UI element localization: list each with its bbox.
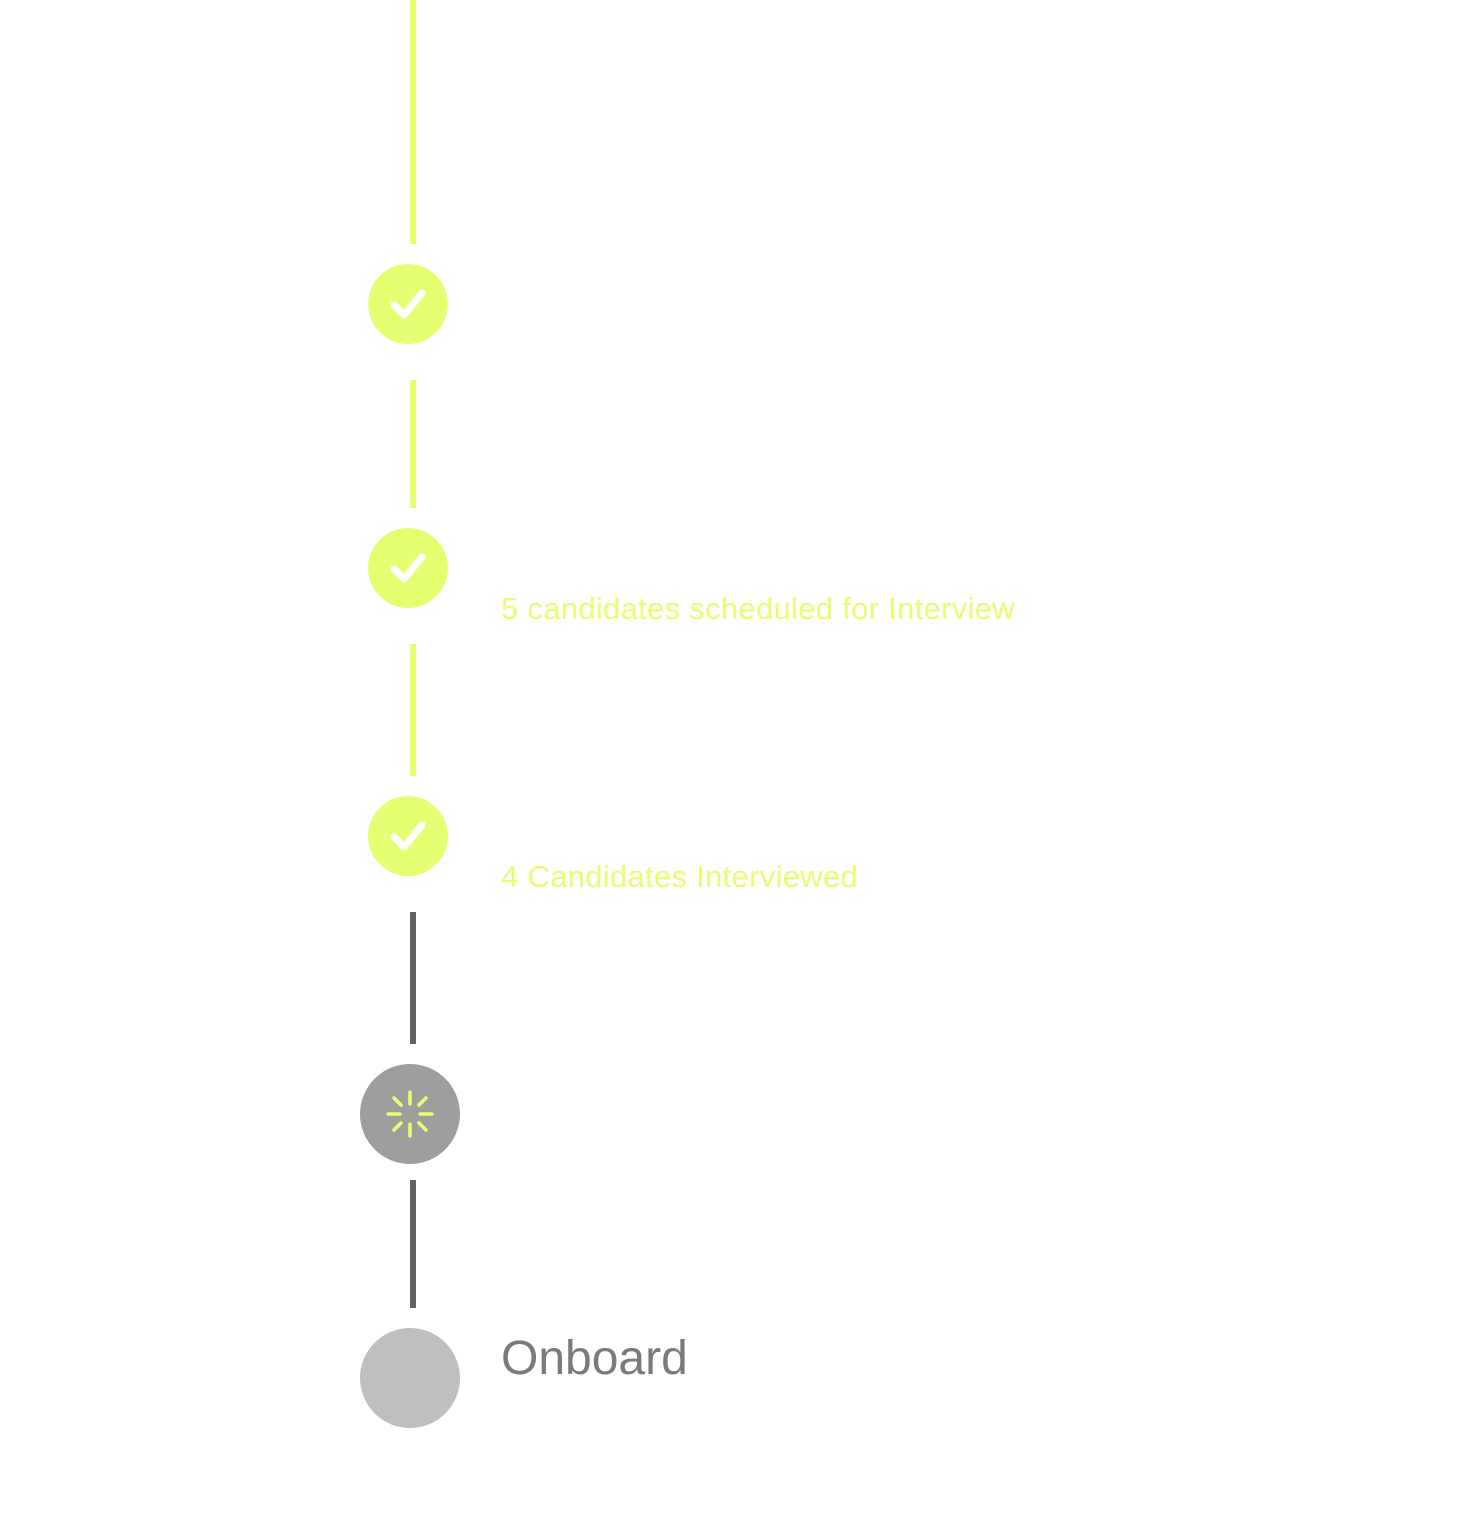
step-upcoming-node [360, 1328, 460, 1428]
step-note: 4 Candidates Interviewed [501, 859, 859, 894]
step-note: 5 candidates scheduled for Interview [501, 591, 1015, 626]
check-icon [390, 289, 426, 319]
step-completed-node [368, 796, 448, 876]
step-in-progress-node [360, 1064, 460, 1164]
check-icon [390, 821, 426, 851]
loading-spinner-icon [386, 1090, 434, 1138]
timeline-connector [410, 380, 416, 508]
check-icon [390, 553, 426, 583]
timeline-connector [410, 912, 416, 1044]
timeline-connector [410, 644, 416, 776]
step-title-onboard: Onboard [501, 1332, 688, 1385]
timeline-connector [410, 1180, 416, 1308]
step-completed-node [368, 264, 448, 344]
step-completed-node [368, 528, 448, 608]
timeline-connector [410, 0, 416, 244]
